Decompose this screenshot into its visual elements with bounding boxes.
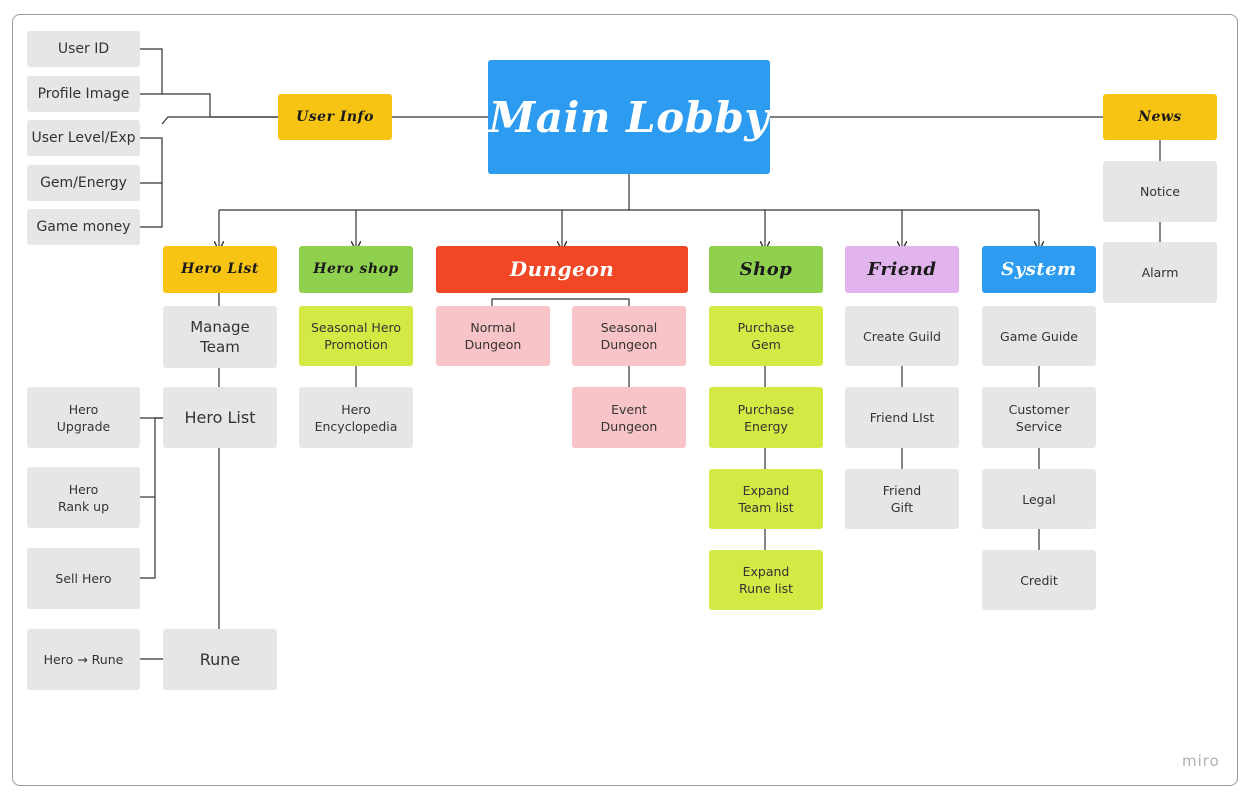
event-dungeon-node: Event Dungeon <box>572 387 686 448</box>
miro-watermark: miro <box>1182 752 1220 770</box>
purchase-gem-node: Purchase Gem <box>709 306 823 366</box>
hero-list-header: Hero List <box>163 246 277 293</box>
friend-header: Friend <box>845 246 959 293</box>
user-id-node: User ID <box>27 31 140 67</box>
hero-list-node: Hero List <box>163 387 277 448</box>
user-info-node: User Info <box>278 94 392 140</box>
news-node: News <box>1103 94 1217 140</box>
hero-to-rune-node: Hero → Rune <box>27 629 140 690</box>
hero-shop-header: Hero shop <box>299 246 413 293</box>
system-header: System <box>982 246 1096 293</box>
expand-team-list-node: Expand Team list <box>709 469 823 529</box>
legal-node: Legal <box>982 469 1096 529</box>
credit-node: Credit <box>982 550 1096 610</box>
seasonal-dungeon-node: Seasonal Dungeon <box>572 306 686 366</box>
game-guide-node: Game Guide <box>982 306 1096 366</box>
board-frame <box>12 14 1238 786</box>
expand-rune-list-node: Expand Rune list <box>709 550 823 610</box>
sell-hero-node: Sell Hero <box>27 548 140 609</box>
normal-dungeon-node: Normal Dungeon <box>436 306 550 366</box>
gem-energy-node: Gem/Energy <box>27 165 140 201</box>
profile-image-node: Profile Image <box>27 76 140 112</box>
hero-upgrade-node: Hero Upgrade <box>27 387 140 448</box>
alarm-node: Alarm <box>1103 242 1217 303</box>
notice-node: Notice <box>1103 161 1217 222</box>
main-lobby-node: Main Lobby <box>488 60 770 174</box>
hero-encyclopedia-node: Hero Encyclopedia <box>299 387 413 448</box>
friend-gift-node: Friend Gift <box>845 469 959 529</box>
user-level-node: User Level/Exp <box>27 120 140 156</box>
dungeon-header: Dungeon <box>436 246 688 293</box>
manage-team-node: Manage Team <box>163 306 277 368</box>
create-guild-node: Create Guild <box>845 306 959 366</box>
friend-list-node: Friend LIst <box>845 387 959 448</box>
seasonal-hero-promotion-node: Seasonal Hero Promotion <box>299 306 413 366</box>
rune-node: Rune <box>163 629 277 690</box>
hero-rank-up-node: Hero Rank up <box>27 467 140 528</box>
customer-service-node: Customer Service <box>982 387 1096 448</box>
purchase-energy-node: Purchase Energy <box>709 387 823 448</box>
game-money-node: Game money <box>27 209 140 245</box>
shop-header: Shop <box>709 246 823 293</box>
